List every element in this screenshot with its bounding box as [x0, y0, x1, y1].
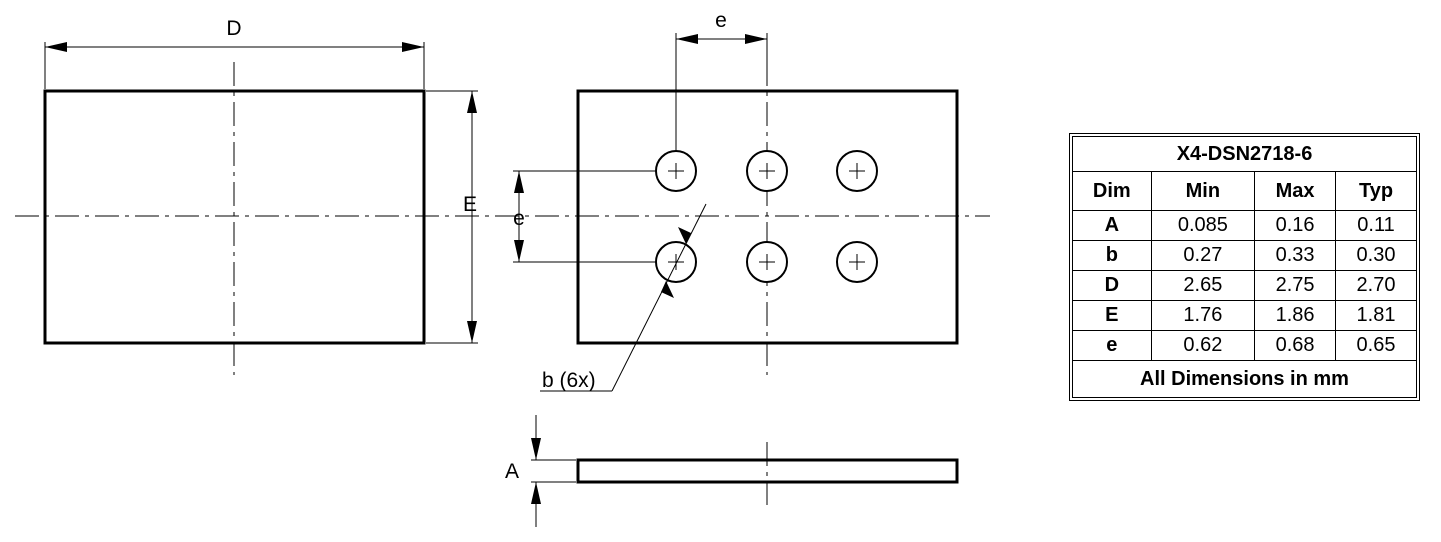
dimension-A: A	[505, 415, 576, 527]
cell-dim: e	[1072, 330, 1152, 361]
table-row: A 0.085 0.16 0.11	[1072, 210, 1417, 241]
ball-pad	[746, 150, 788, 192]
cell-typ: 0.11	[1335, 210, 1417, 241]
column-header-max: Max	[1254, 171, 1337, 211]
label-E: E	[463, 193, 477, 216]
dimension-e-pitch-y: e	[513, 170, 676, 263]
ball-pad	[746, 241, 788, 283]
ball-pad	[836, 150, 878, 192]
cell-typ: 1.81	[1335, 300, 1417, 331]
dimension-table: X4-DSN2718-6 Dim Min Max Typ A 0.085 0.1…	[1069, 133, 1420, 401]
dimension-b-leader: b (6x)	[540, 203, 707, 392]
cell-dim: A	[1072, 210, 1152, 241]
dimension-e-pitch-x: e	[675, 9, 768, 172]
cell-dim: b	[1072, 240, 1152, 271]
column-header-typ: Typ	[1335, 171, 1417, 211]
label-e-top: e	[715, 9, 727, 32]
label-e-left: e	[513, 207, 525, 230]
cell-max: 0.68	[1254, 330, 1337, 361]
cell-min: 0.27	[1150, 240, 1256, 271]
cell-max: 0.33	[1254, 240, 1337, 271]
label-D: D	[226, 17, 241, 40]
cell-dim: D	[1072, 270, 1152, 301]
cell-typ: 0.65	[1335, 330, 1417, 361]
table-row: D 2.65 2.75 2.70	[1072, 270, 1417, 301]
cell-min: 0.62	[1150, 330, 1256, 361]
top-view: D E	[15, 17, 990, 375]
column-header-min: Min	[1150, 171, 1256, 211]
cell-max: 1.86	[1254, 300, 1337, 331]
bottom-view: e e	[513, 9, 959, 392]
label-A: A	[505, 460, 519, 483]
column-header-dim: Dim	[1072, 171, 1152, 211]
cell-min: 1.76	[1150, 300, 1256, 331]
ball-grid	[655, 150, 878, 283]
ball-pad	[655, 150, 697, 192]
ball-pad	[836, 241, 878, 283]
ball-pad	[655, 241, 697, 283]
label-b: b (6x)	[542, 369, 596, 392]
side-view: A	[505, 415, 959, 527]
table-title: X4-DSN2718-6	[1072, 136, 1417, 172]
dimension-D: D	[44, 17, 425, 89]
cell-min: 2.65	[1150, 270, 1256, 301]
cell-typ: 2.70	[1335, 270, 1417, 301]
table-row: b 0.27 0.33 0.30	[1072, 240, 1417, 271]
cell-typ: 0.30	[1335, 240, 1417, 271]
table-footer: All Dimensions in mm	[1072, 360, 1417, 398]
cell-dim: E	[1072, 300, 1152, 331]
table-row: e 0.62 0.68 0.65	[1072, 330, 1417, 361]
table-row: E 1.76 1.86 1.81	[1072, 300, 1417, 331]
dimension-E: E	[426, 90, 478, 344]
cell-max: 0.16	[1254, 210, 1337, 241]
cell-max: 2.75	[1254, 270, 1337, 301]
cell-min: 0.085	[1150, 210, 1256, 241]
